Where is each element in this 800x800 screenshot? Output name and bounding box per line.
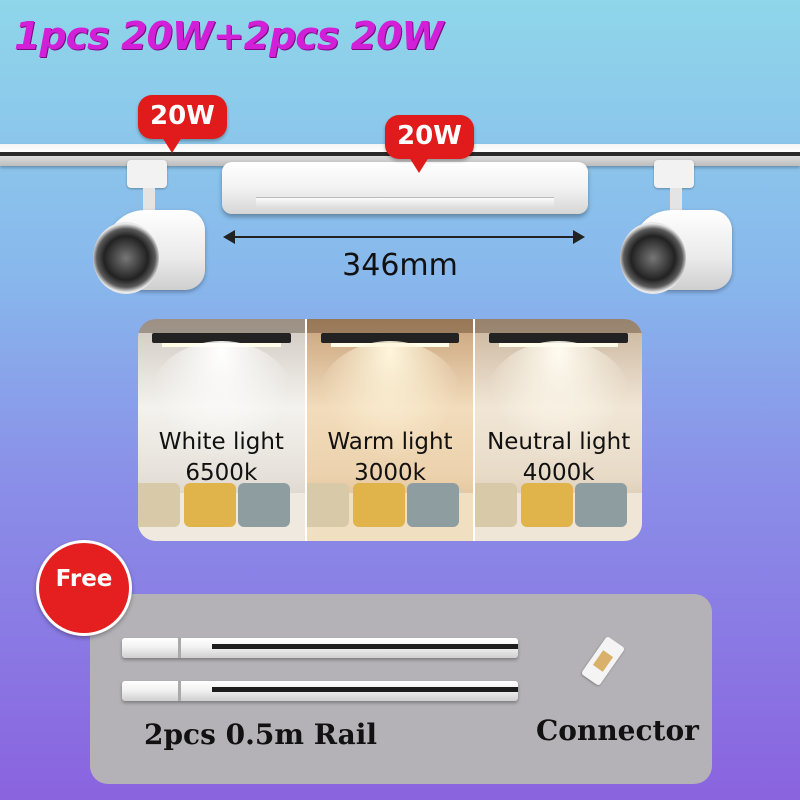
panel-label: White light 6500k [138,427,305,489]
spotlight-left [85,160,215,310]
color-temperature-panels: White light 6500k Warm light 3000k Neutr… [138,319,642,541]
panel-name: White light [158,429,284,455]
panel-kelvin: 3000k [354,460,426,486]
headline: 1pcs 20W+2pcs 20W [14,14,443,58]
panel-white-light: White light 6500k [138,319,307,541]
panel-neutral-light: Neutral light 4000k [475,319,642,541]
panel-label: Warm light 3000k [307,427,474,489]
linear-light [222,162,588,214]
spotlight-right [612,160,742,310]
rail-piece [122,638,518,658]
panel-label: Neutral light 4000k [475,427,642,489]
connector-label: Connector [536,714,699,747]
panel-kelvin: 4000k [522,460,595,486]
spot-wattage-badge: 20W [138,95,227,153]
dimension-label: 346mm [342,248,458,283]
dimension-arrow [223,230,585,244]
panel-name: Neutral light [487,429,631,455]
linear-wattage-badge: 20W [385,115,474,173]
rail-piece [122,681,518,701]
connector-icon [578,630,628,690]
rail-label: 2pcs 0.5m Rail [144,718,378,751]
panel-name: Warm light [327,429,453,455]
panel-kelvin: 6500k [185,460,258,486]
free-badge: Free [36,540,132,636]
panel-warm-light: Warm light 3000k [306,319,476,541]
